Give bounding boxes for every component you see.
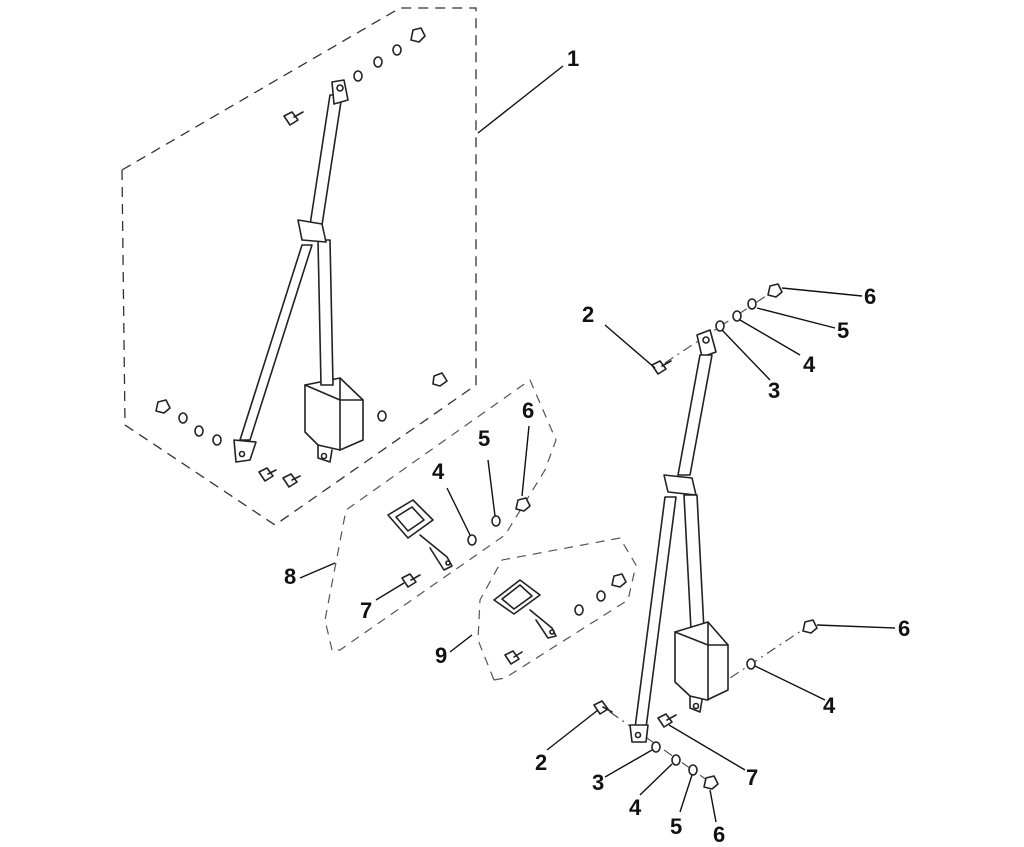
webbing-upper-right — [677, 354, 713, 476]
lower-anchor-left — [233, 439, 257, 463]
bolt-buckle-9 — [504, 650, 523, 665]
nut-6-bottom-right — [703, 775, 719, 790]
retractor-right — [674, 621, 729, 701]
buckle-assembly-8 — [324, 379, 557, 651]
callout-2-lower: 2 — [535, 750, 547, 775]
retractor-left — [304, 377, 364, 451]
bolt-7-right — [657, 713, 677, 728]
bolt-2-lower-right — [593, 700, 613, 715]
shoulder-anchor-left — [331, 79, 349, 105]
callout-4-buckle: 4 — [432, 459, 445, 484]
callout-4-retractor: 4 — [823, 693, 836, 718]
callout-2-upper: 2 — [582, 302, 594, 327]
bolt-lower-left-a — [258, 467, 277, 482]
callout-5-buckle: 5 — [478, 426, 490, 451]
webbing-lap-left — [239, 244, 313, 441]
belt-guide-left — [297, 219, 327, 243]
buckle-9 — [493, 579, 541, 615]
hardware-lower-left — [155, 399, 222, 446]
buckle-assembly-9 — [477, 537, 637, 681]
washer-3-top-right — [715, 320, 725, 332]
callout-8: 8 — [284, 564, 296, 589]
callout-9: 9 — [435, 643, 447, 668]
washer-4-bottom-right — [671, 754, 681, 766]
webbing-upper-left — [309, 94, 343, 226]
callout-6-retractor: 6 — [898, 616, 910, 641]
washer-5-bottom-right — [688, 764, 698, 776]
callout-5-lower: 5 — [670, 814, 682, 839]
washer-4-retractor-right — [746, 658, 756, 670]
bolt-7-buckle-8 — [401, 573, 421, 588]
webbing-vertical-left — [317, 239, 334, 386]
callout-7-buckle: 7 — [360, 598, 372, 623]
nut-6-retractor-right — [802, 619, 818, 634]
bolt-2-upper-right — [651, 360, 672, 375]
hardware-retractor-left — [377, 372, 448, 422]
callout-6-upper: 6 — [864, 284, 876, 309]
assembly-boundary-left — [121, 7, 477, 526]
callout-3-lower: 3 — [592, 770, 604, 795]
washer-5-top-right — [747, 298, 757, 310]
callout-4-lower: 4 — [629, 795, 642, 820]
buckle-8 — [387, 499, 434, 539]
seat-belt-assembly-right — [593, 283, 818, 790]
callout-3-upper: 3 — [768, 378, 780, 403]
assembly-boundary-9 — [477, 537, 637, 681]
callout-6-buckle: 6 — [522, 398, 534, 423]
washer-3-bottom-right — [651, 741, 661, 753]
webbing-lap-right — [634, 496, 677, 729]
washer-4-top-right — [732, 310, 742, 322]
washer-5-buckle-8 — [491, 515, 501, 527]
callout-7-right: 7 — [746, 765, 758, 790]
callout-1: 1 — [567, 46, 579, 71]
bolt-upper-left — [283, 111, 304, 126]
callout-4-upper: 4 — [803, 352, 816, 377]
belt-guide-right — [663, 474, 697, 496]
callout-6-lower: 6 — [713, 822, 725, 847]
bolt-lower-left-b — [282, 473, 301, 488]
webbing-vertical-right — [683, 494, 705, 631]
seat-belt-assembly-left — [121, 7, 477, 526]
leader-lines — [299, 287, 896, 823]
washer-4-buckle-8 — [467, 534, 477, 546]
nut-6-top-right — [767, 283, 783, 298]
nut-6-buckle-8 — [515, 497, 531, 512]
callout-5-upper: 5 — [837, 318, 849, 343]
assembly-boundary-8 — [324, 379, 557, 651]
hardware-top-left — [353, 27, 426, 82]
